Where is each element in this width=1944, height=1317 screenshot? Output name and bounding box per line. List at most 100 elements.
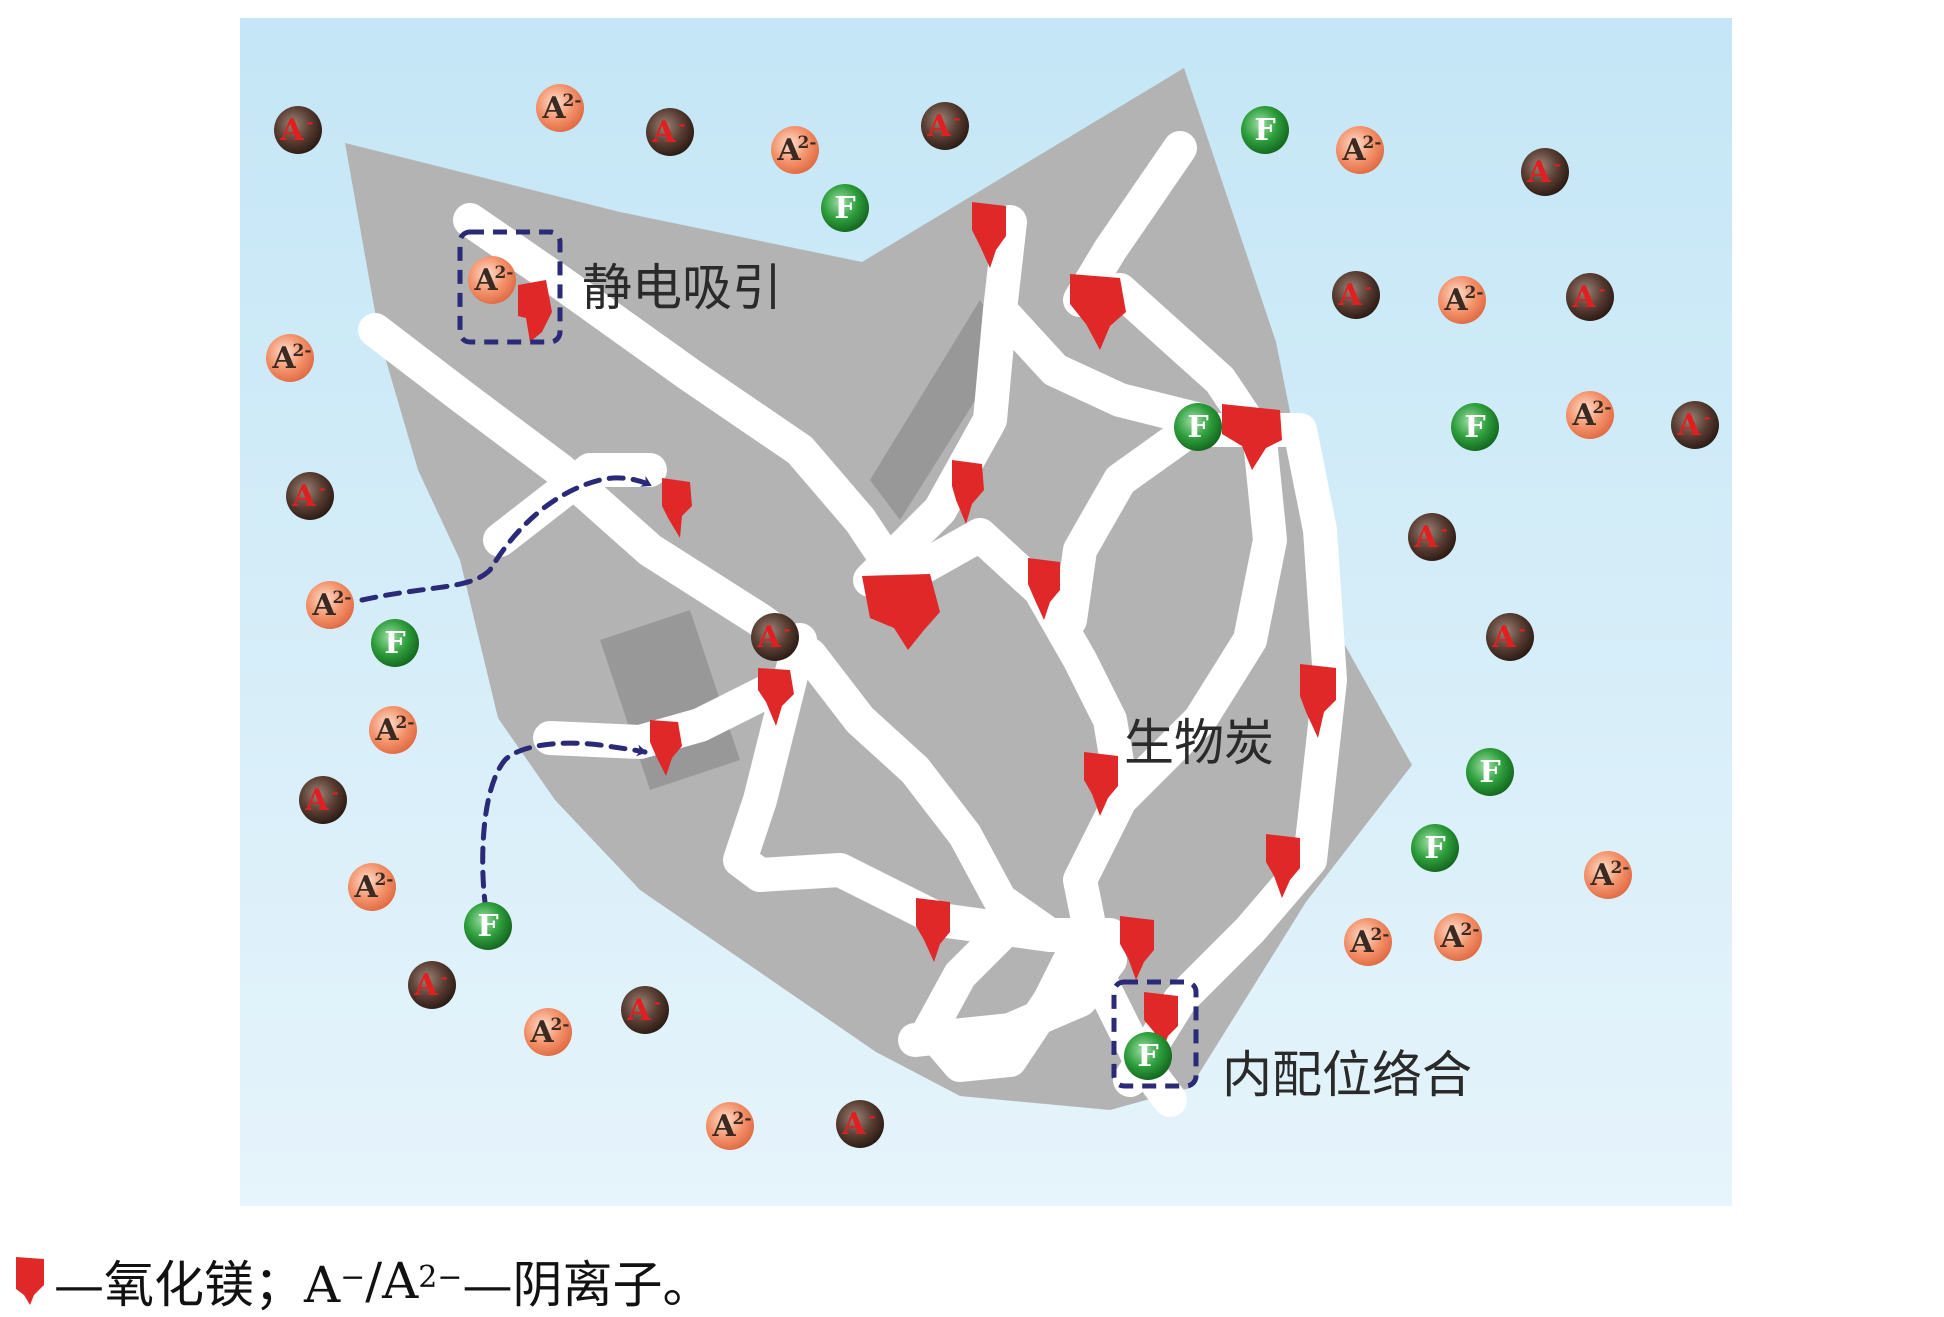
ion-charge: - — [1440, 520, 1447, 540]
orange-ion-sphere — [1566, 391, 1614, 439]
mgo-particle — [1266, 834, 1300, 898]
ion-charge: 2- — [551, 1015, 570, 1035]
fluoride-ion: F — [1124, 1032, 1172, 1080]
dark-ion-sphere — [299, 776, 347, 824]
label-electrostatic-attraction: 静电吸引 — [582, 259, 782, 317]
ion-letter: A — [1413, 520, 1438, 555]
mgo-particle — [1144, 992, 1178, 1052]
dark-ion-sphere — [1332, 271, 1380, 319]
ion-letter: A — [1676, 408, 1701, 443]
ion-letter: A — [841, 1107, 866, 1142]
monovalent-anion: A- — [274, 106, 322, 154]
electrostatic-highlight-box — [457, 229, 563, 345]
ion-letter: A — [626, 993, 651, 1028]
ion-charge: - — [318, 479, 325, 499]
ion-letter: A — [374, 713, 399, 748]
green-ion-sphere — [1411, 824, 1459, 872]
mgo-particle — [862, 574, 940, 650]
orange-ion-sphere — [524, 1008, 572, 1056]
fluoride-ion: F — [1451, 403, 1499, 451]
dark-ion-sphere — [408, 961, 456, 1009]
ion-letter: A — [1443, 283, 1468, 318]
dark-ion-sphere — [1486, 613, 1534, 661]
monovalent-anion: A- — [1408, 513, 1456, 561]
divalent-anion: A2- — [306, 581, 354, 629]
ion-charge: 2- — [495, 263, 514, 283]
diffusion-arrows — [359, 475, 653, 913]
dark-ion-sphere — [621, 986, 669, 1034]
ion-charge: - — [1553, 155, 1560, 175]
orange-ion-sphere — [306, 581, 354, 629]
ion-letter: F — [1187, 410, 1208, 445]
ion-charge: - — [678, 115, 685, 135]
mgo-particle — [972, 202, 1006, 268]
dark-ion-sphere — [751, 613, 799, 661]
ion-letter: F — [834, 191, 855, 226]
pore-channel — [898, 943, 1127, 1057]
mgo-particle — [916, 898, 950, 962]
fluoride-ion: F — [821, 184, 869, 232]
ion-letter: A — [413, 968, 438, 1003]
ion-letter: F — [1464, 410, 1485, 445]
ion-letter: A — [1439, 920, 1464, 955]
monovalent-anion: A- — [408, 961, 456, 1009]
divalent-anion: A2- — [1344, 918, 1392, 966]
orange-ion-sphere — [1344, 918, 1392, 966]
legend-anion-charge-2: 2− — [418, 1259, 463, 1295]
divalent-anion: A2- — [1434, 913, 1482, 961]
legend-anion-text: —阴离子。 — [462, 1256, 713, 1314]
ion-charge: - — [1364, 278, 1371, 298]
ion-charge: - — [1703, 408, 1710, 428]
green-ion-sphere — [371, 619, 419, 667]
ion-letter: A — [756, 620, 781, 655]
monovalent-anion: A- — [836, 1100, 884, 1148]
mgo-particle — [1028, 558, 1060, 620]
orange-ion-sphere — [706, 1102, 754, 1150]
monovalent-anion: A- — [1521, 148, 1569, 196]
dark-ion-sphere — [921, 102, 969, 150]
ion-letter: A — [1571, 398, 1596, 433]
dark-ion-sphere — [1566, 273, 1614, 321]
green-ion-sphere — [1174, 403, 1222, 451]
divalent-anion: A2- — [468, 256, 516, 304]
dark-ion-sphere — [646, 108, 694, 156]
ion-letter: A — [304, 783, 329, 818]
mgo-particle — [1120, 916, 1154, 980]
fluoride-ion: F — [1466, 748, 1514, 796]
ion-letter: A — [1337, 278, 1362, 313]
mgo-legend-icon — [16, 1257, 44, 1305]
monovalent-anion: A- — [1332, 271, 1380, 319]
pore-channel — [853, 205, 1027, 597]
ion-letter: A — [1526, 155, 1551, 190]
ion-letter: A — [1349, 925, 1374, 960]
ion-charge: 2- — [333, 588, 352, 608]
divalent-anion: A2- — [1336, 126, 1384, 174]
dark-ion-sphere — [286, 472, 334, 520]
ion-letter: F — [384, 626, 405, 661]
mgo-particle — [1070, 274, 1126, 350]
dark-ion-sphere — [1671, 401, 1719, 449]
ion-charge: 2- — [1465, 283, 1484, 303]
ion-letter: F — [477, 909, 498, 944]
monovalent-anion: A- — [299, 776, 347, 824]
ion-charge: - — [1518, 620, 1525, 640]
orange-ion-sphere — [369, 706, 417, 754]
ion-charge: 2- — [798, 133, 817, 153]
mgo-particle — [758, 668, 794, 726]
divalent-anion: A2- — [536, 84, 584, 132]
ion-charge: - — [1598, 280, 1605, 300]
ion-letter: A — [926, 109, 951, 144]
pore-channel — [358, 313, 777, 637]
green-ion-sphere — [1451, 403, 1499, 451]
dark-ion-sphere — [1521, 148, 1569, 196]
divalent-anion: A2- — [524, 1008, 572, 1056]
ion-letter: A — [1571, 280, 1596, 315]
legend-anion-sep: /A — [365, 1252, 419, 1310]
ion-charge: - — [783, 620, 790, 640]
fluoride-ion: F — [371, 619, 419, 667]
ion-letter: F — [1424, 831, 1445, 866]
orange-ion-sphere — [536, 84, 584, 132]
orange-ion-sphere — [468, 256, 516, 304]
